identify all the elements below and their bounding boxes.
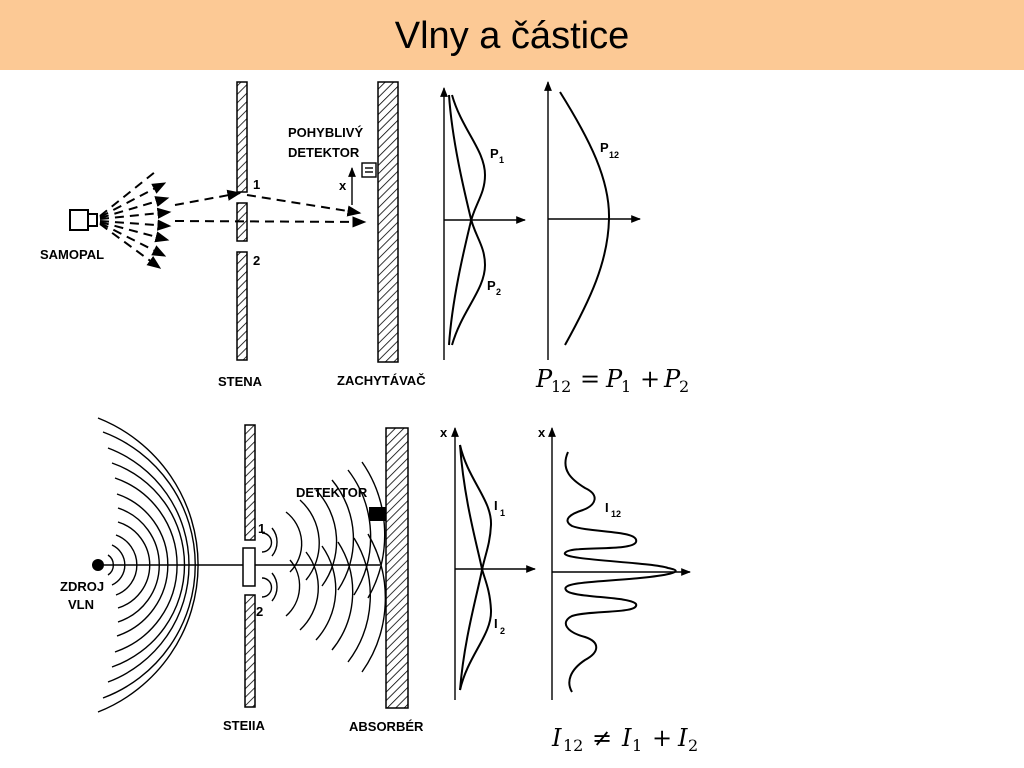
curve-i2-letter: I bbox=[494, 616, 498, 631]
svg-text:I: I bbox=[551, 724, 562, 752]
curve-i12-letter: I bbox=[605, 500, 609, 515]
svg-text:12: 12 bbox=[563, 736, 583, 755]
axis-x-label-1: x bbox=[440, 425, 448, 440]
svg-text:2: 2 bbox=[679, 377, 689, 396]
slit2-label: 2 bbox=[256, 604, 263, 619]
svg-text:≠: ≠ bbox=[592, 724, 612, 752]
i1-i2-graph: x I 1 I 2 bbox=[440, 425, 536, 700]
p1-p2-graph: P 1 P 2 bbox=[440, 87, 526, 360]
detector-icon bbox=[361, 162, 377, 178]
title-bar bbox=[0, 0, 1024, 70]
curve-p1-sub: 1 bbox=[499, 155, 504, 165]
curve-i1-letter: I bbox=[494, 498, 498, 513]
diffracted-wavefronts bbox=[261, 461, 386, 673]
svg-text:2: 2 bbox=[688, 736, 698, 755]
svg-text:1: 1 bbox=[621, 377, 631, 396]
svg-text:=: = bbox=[580, 365, 600, 393]
detector-icon bbox=[369, 507, 386, 521]
svg-text:P: P bbox=[663, 365, 681, 393]
curve-i2-sub: 2 bbox=[500, 626, 505, 636]
p12-graph: P 12 bbox=[544, 81, 641, 360]
i12-graph: x I 12 bbox=[538, 425, 691, 700]
svg-text:I: I bbox=[677, 724, 688, 752]
slit2-label: 2 bbox=[253, 253, 260, 268]
page-title: Vlny a částice bbox=[394, 15, 630, 57]
gun-icon bbox=[69, 209, 98, 231]
svg-text:+: + bbox=[640, 365, 660, 393]
curve-p2-sub: 2 bbox=[496, 287, 501, 297]
top-experiment: SAMOPAL 1 2 STENA POHYBLIVÝ DETEKTOR x Z… bbox=[40, 81, 689, 396]
slit1-label: 1 bbox=[258, 521, 265, 536]
svg-text:1: 1 bbox=[632, 736, 642, 755]
wave-source-icon bbox=[92, 559, 104, 571]
bottom-experiment: ZDROJ VLN 1 2 STEIIA DETEKTOR ABSORBÉR x… bbox=[60, 417, 698, 755]
source-label-1: ZDROJ bbox=[60, 579, 104, 594]
absorber bbox=[385, 427, 409, 709]
detector-label-2: DETEKTOR bbox=[288, 145, 360, 160]
source-label-2: VLN bbox=[68, 597, 94, 612]
curve-p12-sub: 12 bbox=[609, 150, 619, 160]
detector-label-1: POHYBLIVÝ bbox=[288, 125, 363, 140]
curve-p12-letter: P bbox=[600, 140, 609, 155]
svg-text:+: + bbox=[652, 724, 672, 752]
top-backstop bbox=[377, 81, 399, 363]
slit1-label: 1 bbox=[253, 177, 260, 192]
curve-p2-letter: P bbox=[487, 278, 496, 293]
axis-x-label: x bbox=[339, 178, 347, 193]
wall-label: STEIIA bbox=[223, 718, 266, 733]
svg-text:I: I bbox=[621, 724, 632, 752]
svg-text:P: P bbox=[605, 365, 623, 393]
equation-i12: I 12 ≠ I 1 + I 2 bbox=[551, 724, 698, 755]
source-label: SAMOPAL bbox=[40, 247, 104, 262]
curve-i1-sub: 1 bbox=[500, 508, 505, 518]
wall-label: STENA bbox=[218, 374, 263, 389]
svg-text:P: P bbox=[535, 365, 553, 393]
svg-text:12: 12 bbox=[551, 377, 571, 396]
backstop-label: ZACHYTÁVAČ bbox=[337, 373, 426, 388]
absorber-label: ABSORBÉR bbox=[349, 719, 424, 734]
curve-i12-sub: 12 bbox=[611, 509, 621, 519]
axis-x-label-2: x bbox=[538, 425, 546, 440]
equation-p12: P 12 = P 1 + P 2 bbox=[535, 365, 689, 396]
detector-label: DETEKTOR bbox=[296, 485, 368, 500]
bottom-wall bbox=[242, 424, 256, 708]
bullet-spray bbox=[99, 171, 172, 269]
curve-p1-letter: P bbox=[490, 146, 499, 161]
